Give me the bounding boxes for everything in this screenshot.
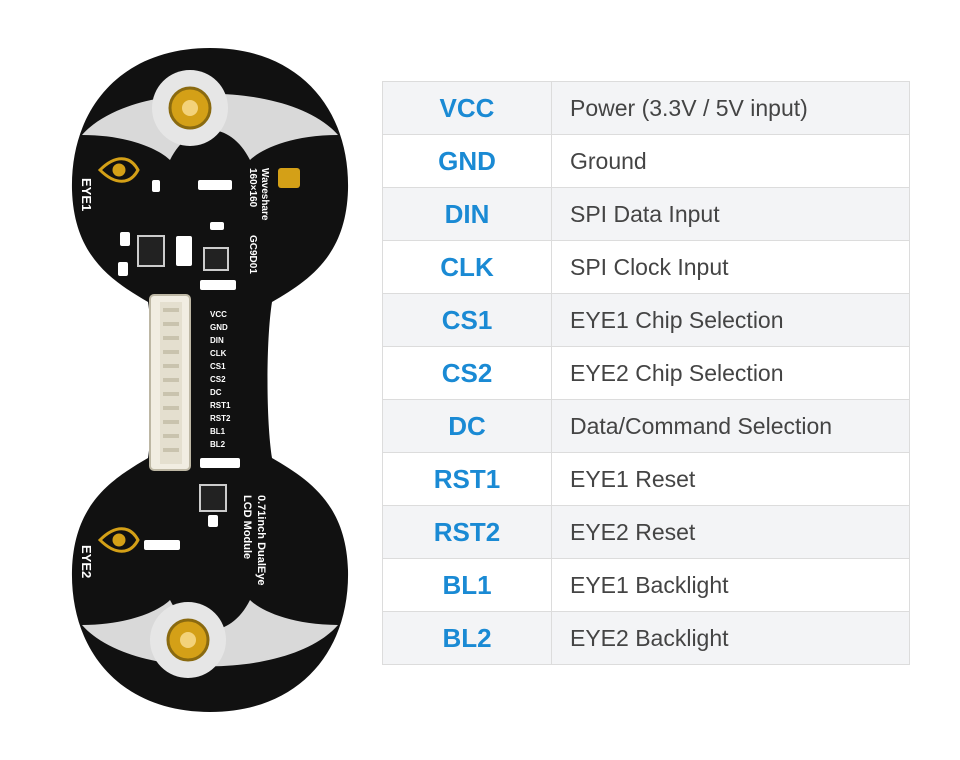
pin-name: RST2	[382, 505, 552, 559]
pin-description: EYE1 Reset	[551, 452, 910, 506]
table-row: GND Ground	[382, 134, 910, 188]
pin-description: SPI Clock Input	[551, 240, 910, 294]
eye2-label: EYE2	[79, 545, 94, 578]
pin-description: Power (3.3V / 5V input)	[551, 81, 910, 135]
chip-text: GC9D01	[247, 235, 258, 274]
board-illustration: EYE1 EYE2 Waveshare 160×160 GC9D01 0.71i…	[71, 48, 349, 712]
eye1-label: EYE1	[79, 178, 94, 211]
table-row: RST2 EYE2 Reset	[382, 505, 910, 559]
pin-name: CS1	[382, 293, 552, 347]
pin-name: DC	[382, 399, 552, 453]
table-row: BL2 EYE2 Backlight	[382, 611, 910, 665]
module-subtitle-text: LCD Module	[241, 495, 253, 559]
connector-pins	[163, 308, 179, 452]
pin-description: EYE1 Backlight	[551, 558, 910, 612]
table-row: BL1 EYE1 Backlight	[382, 558, 910, 612]
header-pin-cs2: CS2	[210, 375, 226, 384]
brand-text: Waveshare	[259, 168, 270, 221]
header-pin-cs1: CS1	[210, 362, 226, 371]
waveshare-logo	[278, 168, 300, 188]
eye-logo-top	[97, 157, 140, 183]
header-pin-gnd: GND	[210, 323, 228, 332]
eye-logo-bottom	[97, 527, 140, 553]
header-pin-bl2: BL2	[210, 440, 226, 449]
pin-description: Ground	[551, 134, 910, 188]
header-pin-vcc: VCC	[210, 310, 227, 319]
top-mounting-screw	[182, 100, 198, 116]
pin-definition-table: VCC Power (3.3V / 5V input) GND Ground D…	[382, 81, 910, 665]
header-pin-clk: CLK	[210, 349, 227, 358]
pin-description: EYE2 Reset	[551, 505, 910, 559]
pin-description: SPI Data Input	[551, 187, 910, 241]
pin-description: EYE2 Backlight	[551, 611, 910, 665]
pin-name: DIN	[382, 187, 552, 241]
pin-name: BL2	[382, 611, 552, 665]
pin-description: Data/Command Selection	[551, 399, 910, 453]
header-pin-din: DIN	[210, 336, 224, 345]
pin-description: EYE2 Chip Selection	[551, 346, 910, 400]
header-pin-dc: DC	[210, 388, 222, 397]
resolution-text: 160×160	[247, 168, 258, 208]
lcd-module-board: EYE1 EYE2 Waveshare 160×160 GC9D01 0.71i…	[60, 40, 360, 720]
table-row: CS1 EYE1 Chip Selection	[382, 293, 910, 347]
table-row: DIN SPI Data Input	[382, 187, 910, 241]
connector-slot	[160, 302, 182, 464]
pin-name: GND	[382, 134, 552, 188]
pcb-outline	[71, 48, 349, 712]
module-title-text: 0.71inch DualEye	[255, 495, 267, 586]
table-row: CLK SPI Clock Input	[382, 240, 910, 294]
header-pin-bl1: BL1	[210, 427, 226, 436]
header-pin-rst2: RST2	[210, 414, 231, 423]
table-row: DC Data/Command Selection	[382, 399, 910, 453]
pin-description: EYE1 Chip Selection	[551, 293, 910, 347]
table-row: RST1 EYE1 Reset	[382, 452, 910, 506]
pin-name: CLK	[382, 240, 552, 294]
pin-name: RST1	[382, 452, 552, 506]
table-row: CS2 EYE2 Chip Selection	[382, 346, 910, 400]
header-pin-rst1: RST1	[210, 401, 231, 410]
pin-name: CS2	[382, 346, 552, 400]
smd-components	[118, 180, 240, 550]
pin-name: BL1	[382, 558, 552, 612]
table-row: VCC Power (3.3V / 5V input)	[382, 81, 910, 135]
pin-name: VCC	[382, 81, 552, 135]
bottom-mounting-screw	[180, 632, 196, 648]
header-pin-labels: VCC GND DIN CLK CS1 CS2 DC RST1 RST2 BL1…	[210, 310, 231, 449]
